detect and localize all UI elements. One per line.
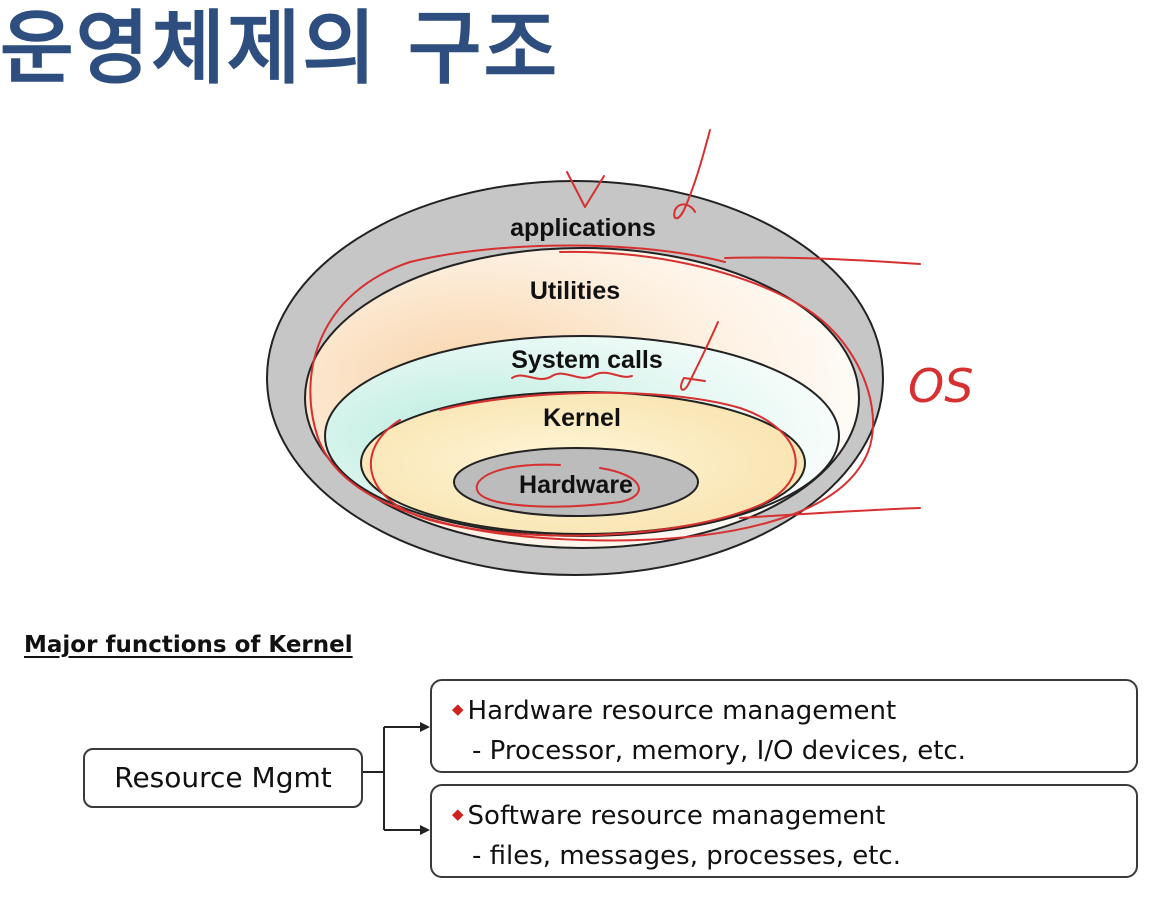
label-utilities: Utilities [530,277,620,305]
os-enclosing-loop [309,244,921,542]
hardware-resource-title: Hardware resource management [467,696,897,726]
kernel-functions-heading: Major functions of Kernel [24,632,353,658]
arrow-to-system-calls [680,321,719,391]
label-kernel: Kernel [543,404,621,432]
hardware-resource-box: ◆Hardware resource management - Processo… [430,679,1138,773]
kernel-loop [369,391,797,537]
system-calls-squiggle [511,371,633,380]
software-resource-box: ◆Software resource management - files, m… [430,784,1138,878]
arrow-to-applications [673,129,711,220]
resource-mgmt-box: Resource Mgmt [83,748,363,808]
handwritten-annotations [309,129,921,542]
diamond-bullet-icon: ◆ [452,805,464,823]
arrowhead-software [420,825,430,835]
software-resource-title: Software resource management [467,801,886,831]
page-title: 운영체제의 구조 [0,2,560,95]
os-structure-diagram: applications Utilities System calls Kern… [266,129,973,576]
label-hardware: Hardware [519,471,633,499]
checkmark-stroke [566,171,605,208]
software-resource-detail: - files, messages, processes, etc. [472,841,901,871]
hardware-layer [453,447,699,517]
diamond-bullet-icon: ◆ [452,700,464,718]
annotation-os: OS [908,359,973,413]
label-applications: applications [510,214,656,242]
label-system-calls: System calls [511,346,663,374]
arrowhead-hardware [420,722,430,732]
hardware-resource-detail: - Processor, memory, I/O devices, etc. [472,736,966,766]
hardware-loop [475,463,640,508]
os-bottom-line [739,507,921,519]
